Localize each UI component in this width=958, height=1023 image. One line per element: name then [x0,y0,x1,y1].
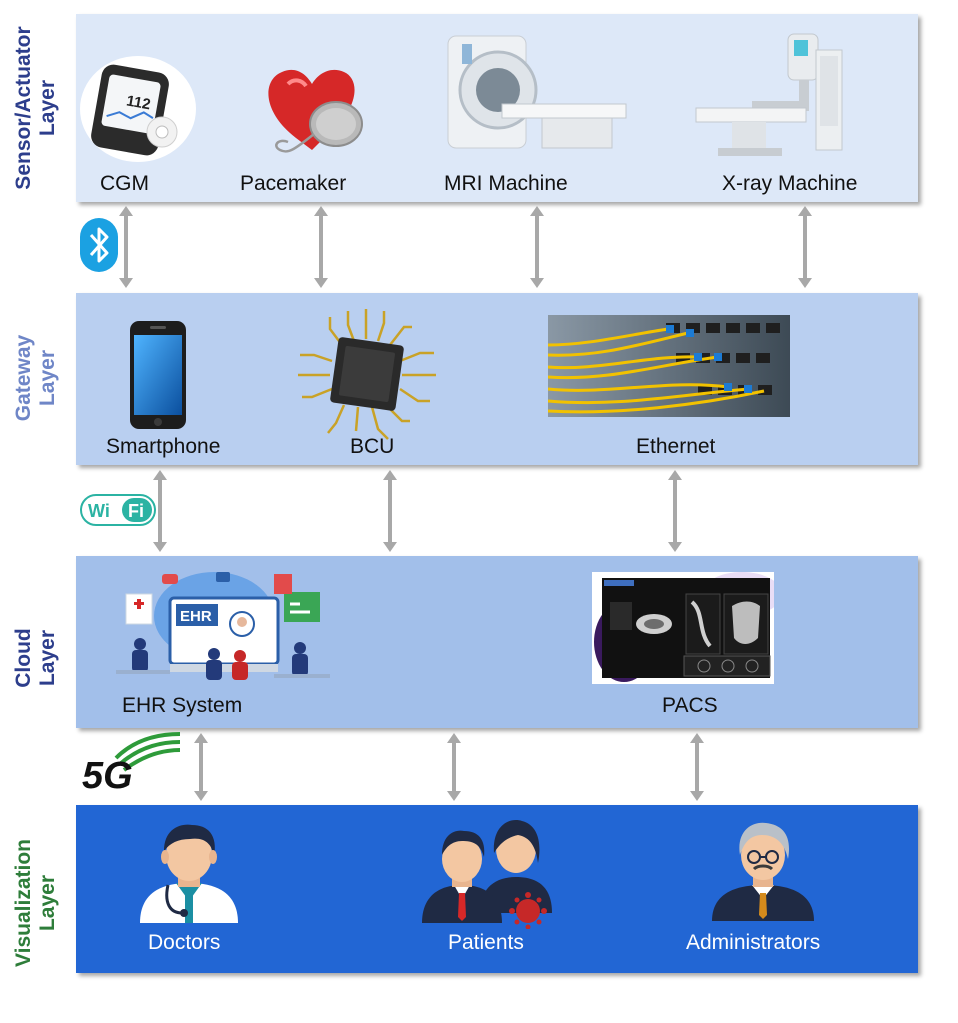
connector-arrow [797,204,813,290]
sensor-layer-title: Sensor/Actuator Layer [8,0,64,228]
wifi-label-fi: Fi [128,501,144,521]
sensor-layer-title-line1: Sensor/Actuator [12,26,35,190]
connector-arrow [667,468,683,554]
connector-arrow [313,204,329,290]
smartphone-label: Smartphone [106,435,221,458]
bcu-chip-icon [292,305,442,448]
doctor-icon [134,817,244,928]
connector-arrow [152,468,168,554]
cgm-label: CGM [100,172,149,195]
ethernet-label: Ethernet [636,435,716,458]
wifi-icon: Wi Fi [80,494,156,531]
sensor-layer-title-line2: Layer [36,79,59,137]
xray-machine-icon [692,30,852,165]
cloud-layer-title-line1: Cloud [12,628,35,688]
bcu-label: BCU [350,435,395,458]
smartphone-icon [128,319,188,436]
mri-machine-icon [442,30,632,159]
connector-arrow [446,731,462,803]
5g-label: 5G [82,755,133,792]
svg-text:EHR: EHR [180,608,212,625]
cgm-icon: 112 [80,56,196,167]
visualization-layer-title: Visualization Layer [8,783,64,1023]
visualization-layer: Doctors Patients [76,805,918,973]
cloud-layer-title-line2: Layer [36,629,59,687]
cloud-layer: EHR EHR System [76,556,918,728]
connector-arrow [689,731,705,803]
xray-machine-label: X-ray Machine [722,172,858,195]
connector-arrow [118,204,134,290]
gateway-layer-title-line2: Layer [36,349,59,407]
ehr-system-label: EHR System [122,694,243,717]
cloud-layer-title: Cloud Layer [8,538,64,778]
pacemaker-label: Pacemaker [240,172,347,195]
connector-arrow [529,204,545,290]
pacs-icon [592,572,782,689]
5g-icon: 5G [80,730,184,797]
ethernet-icon [547,315,790,422]
patients-label: Patients [448,931,524,954]
sensor-actuator-layer: 112 CGM Pacemaker MRI Machine [76,14,918,202]
connector-arrow [193,731,209,803]
visualization-layer-title-line2: Layer [36,874,59,932]
visualization-layer-title-line1: Visualization [12,839,35,967]
svg-text:112: 112 [125,92,152,113]
gateway-layer-title: Gateway Layer [8,258,64,498]
administrator-icon [708,817,818,926]
doctors-label: Doctors [148,931,221,954]
gateway-layer: Smartphone BCU [76,293,918,465]
mri-machine-label: MRI Machine [444,172,568,195]
bluetooth-icon [80,218,118,277]
wifi-label: Wi [88,501,110,521]
pacs-label: PACS [662,694,718,717]
gateway-layer-title-line1: Gateway [12,334,35,422]
administrators-label: Administrators [686,931,821,954]
pacemaker-icon [258,54,368,169]
connector-arrow [382,468,398,554]
patients-icon [418,813,558,934]
ehr-system-icon: EHR [104,570,334,695]
